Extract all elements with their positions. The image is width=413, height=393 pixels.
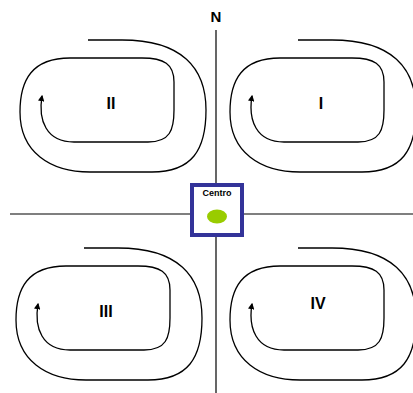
spiral-curve [20,40,206,172]
quadrant-number: II [107,96,116,112]
center-box: Centro [190,183,244,237]
spiral-curve [230,248,413,380]
spiral-curve [16,248,202,380]
quadrant-number: IV [310,296,325,312]
north-label: N [211,9,222,24]
quadrant-number: I [319,96,323,112]
center-label: Centro [194,187,240,198]
spiral-curve [230,40,413,172]
quadrant-number: III [99,304,112,320]
green-dot [207,210,227,224]
